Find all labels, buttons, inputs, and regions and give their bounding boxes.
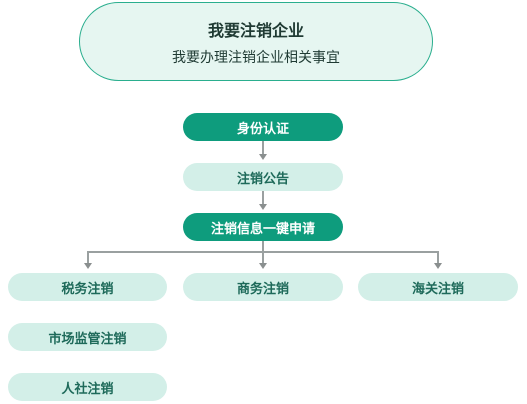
commerce-deregistration-button[interactable]: 商务注销 xyxy=(183,273,343,301)
arrow-down-icon xyxy=(434,263,442,269)
connector-line xyxy=(262,241,264,251)
connector-line xyxy=(437,251,439,263)
step-one-click-apply-button[interactable]: 注销信息一键申请 xyxy=(183,213,343,241)
page-title: 我要注销企业 xyxy=(207,21,304,40)
social-security-deregistration-button[interactable]: 人社注销 xyxy=(8,373,167,401)
step-announcement-button[interactable]: 注销公告 xyxy=(183,163,343,191)
customs-deregistration-button[interactable]: 海关注销 xyxy=(358,273,518,301)
connector-line xyxy=(87,251,89,263)
header-box: 我要注销企业 我要办理注销企业相关事宜 xyxy=(79,2,433,81)
arrow-down-icon xyxy=(84,263,92,269)
arrow-down-icon xyxy=(259,204,267,210)
connector-line xyxy=(262,141,264,154)
tax-deregistration-button[interactable]: 税务注销 xyxy=(8,273,167,301)
step-identity-button[interactable]: 身份认证 xyxy=(183,113,343,141)
page-subtitle: 我要办理注销企业相关事宜 xyxy=(172,50,340,66)
connector-line xyxy=(262,251,264,263)
market-supervision-deregistration-button[interactable]: 市场监管注销 xyxy=(8,323,167,351)
connector-line xyxy=(262,191,264,204)
arrow-down-icon xyxy=(259,263,267,269)
arrow-down-icon xyxy=(259,154,267,160)
